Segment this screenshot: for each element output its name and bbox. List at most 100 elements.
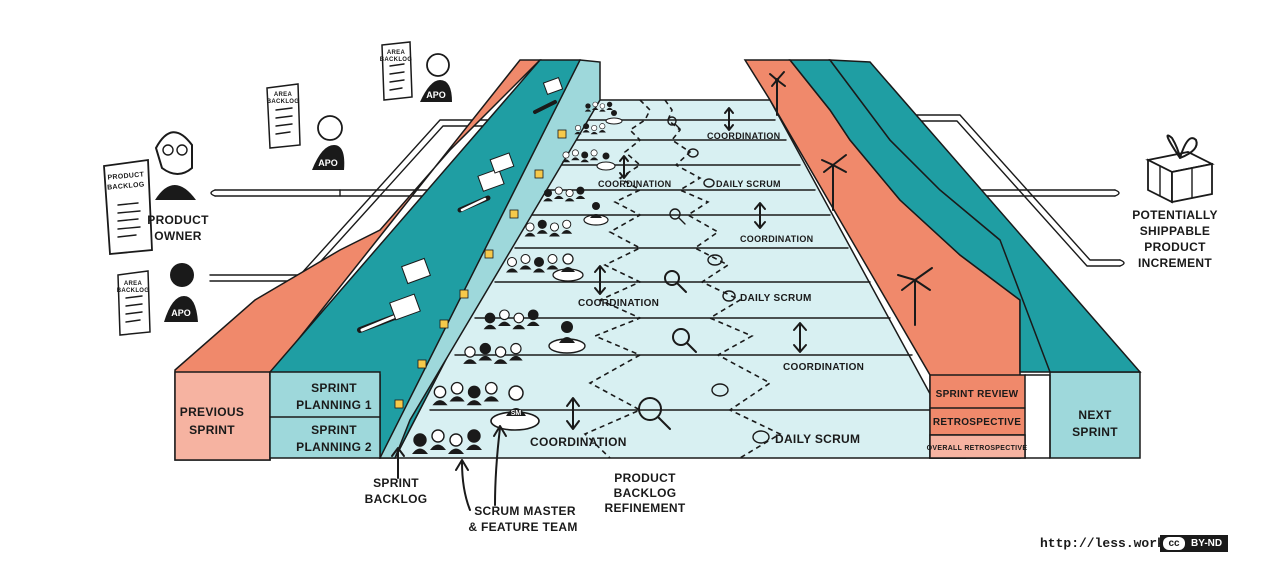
right-teal-wall [788,59,1142,459]
team-member-head [533,256,545,268]
team-member-body [606,107,613,110]
gift-box-icon [1145,134,1215,204]
psi-label-3: PRODUCT [1144,240,1206,254]
team-member-head [590,149,598,157]
next-sprint-label: NEXT [1078,408,1112,422]
team-member-head [467,385,481,399]
area-backlog-label-2: BACKLOG [117,288,149,294]
team-member-body [466,444,482,450]
feature-teams [412,101,613,454]
cc-icon: cc [1163,537,1185,550]
pbr-label: PRODUCT [614,471,676,485]
team-member-head [499,309,510,321]
team-member-body [561,230,573,234]
team-member-body [574,131,582,135]
coordination-label: COORDINATION [740,234,813,244]
team-member-head [583,123,590,130]
sprint-backlog-label-2: BACKLOG [365,492,428,506]
license-badge[interactable]: cc BY-ND [1160,535,1228,552]
area-backlog-label: AREA [274,92,293,98]
less-url-link[interactable]: http://less.works [1040,536,1173,551]
team-member-head [479,342,491,355]
team-member-head [484,312,496,324]
team-member-body [582,130,590,133]
magnifier-icon [638,116,697,430]
team-member-body [564,198,575,202]
coordination-label: COORDINATION [578,298,659,309]
team-member-head [506,256,518,268]
team-member-body [549,232,560,237]
double-arrow-icon [566,107,807,430]
team-member-body [430,444,446,450]
team-member-head [449,433,463,447]
team-member-body [449,396,465,402]
team-member-body [598,130,606,133]
team-member-head [543,188,553,198]
track-events: COORDINATION COORDINATION COORDINATION C… [530,107,864,449]
team-member-body [546,265,559,270]
team-member-body [463,359,477,364]
team-member-body [536,230,548,234]
right-coral-wall [743,59,1026,459]
left-coral-wall [174,59,542,461]
team-member-head [574,124,582,132]
previous-sprint-label-2: SPRINT [189,423,235,437]
coordination-label: COORDINATION [530,435,627,449]
team-member-head [606,101,613,108]
team-member-head [513,312,525,324]
apo-label: APO [426,90,446,100]
scrum-master-avatar: SM [490,110,623,431]
team-member-body [524,232,536,237]
team-member-body [575,195,586,199]
pinwheel-icon [769,71,933,326]
product-owner-label-2: OWNER [154,229,202,243]
team-member-body [483,396,499,402]
area-backlog-label-2: BACKLOG [267,99,299,105]
pbr-label-2: BACKLOG [614,486,677,500]
coordination-label: COORDINATION [598,179,671,189]
team-member-body [533,268,545,273]
team-member-body [571,157,580,161]
team-member-head [520,253,531,265]
annotation-arrows [391,425,507,511]
sprint-planning-2-label: SPRINT [311,423,357,437]
coordination-label: COORDINATION [707,131,780,141]
team-member-head [562,151,570,159]
team-member-body [599,109,606,112]
scrum-master-team-label-2: & FEATURE TEAM [468,520,577,534]
daily-scrum-label: DAILY SCRUM [716,179,781,189]
team-member-body [543,198,553,202]
team-member-body [580,159,589,163]
coordination-label: COORDINATION [783,362,864,373]
psi-label-2: SHIPPABLE [1140,224,1211,238]
team-member-body [466,400,482,406]
speech-bubble-icon [687,148,770,444]
product-backlog-label: PRODUCT [107,171,145,181]
team-member-head [549,222,560,232]
pbr-label-3: REFINEMENT [605,501,686,515]
license-type: BY-ND [1191,538,1223,549]
team-member-head [571,149,579,157]
team-member-head [413,433,427,447]
team-member-head [464,346,476,358]
team-member-body [512,324,526,330]
area-backlog-label: AREA [124,281,143,287]
team-member-body [519,265,532,270]
team-member-head [599,103,606,109]
daily-scrum-label: DAILY SCRUM [775,432,860,446]
team-member-head [467,429,481,443]
team-member-head [450,381,464,395]
retrospective-label: RETROSPECTIVE [933,417,1021,428]
team-member-head [562,219,572,229]
team-member-head [565,188,574,198]
team-member-head [484,381,498,395]
next-sprint-label-2: SPRINT [1072,425,1118,439]
team-member-body [412,448,428,454]
team-member-head [581,151,589,159]
area-backlog-label-2: BACKLOG [380,57,412,63]
team-member-head [494,346,507,358]
team-member-head [537,219,547,229]
product-owner-label: PRODUCT [147,213,209,227]
psi-label-4: INCREMENT [1138,256,1212,270]
